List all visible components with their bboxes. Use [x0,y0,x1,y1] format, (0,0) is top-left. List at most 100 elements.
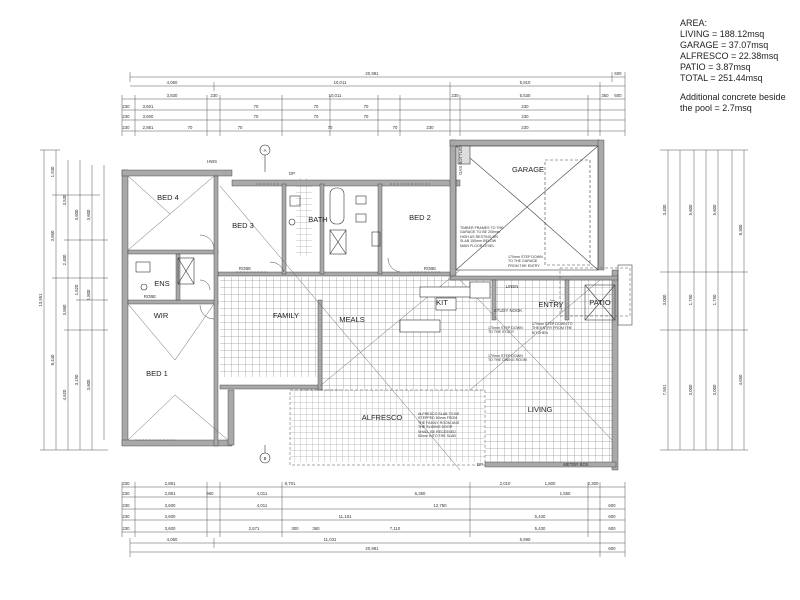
room-kit-label: KIT [436,298,448,307]
dim-top3-e: 70 [364,104,369,109]
dim-top-total: 20,981 [365,71,379,76]
left-dimension-text: 13,951 1,930 3,860 8,440 3,530 2,400 3,8… [38,166,91,400]
dim-bot5-a: 230 [122,526,130,531]
dim-top-c: 5,910 [520,80,531,85]
room-entry-label: ENTRY [538,300,563,309]
dim-bot4-d: 5,430 [535,514,546,519]
dim-bot3-c: 4,011 [257,503,268,508]
dim-top4-f: 230 [521,114,529,119]
dim-left4-a: 3,600 [86,209,91,220]
note-entry-step: 170mm STEP DOWN TO THE ENTRY FROM THE KI… [532,322,573,335]
room-bed4-label: BED 4 [157,193,179,202]
dim-bot1-c: 8,701 [285,481,296,486]
kitchen-benches [399,281,491,333]
dim-top-a: 4,060 [167,80,178,85]
note-study-step: 170mm STEP DOWN TO THE STUDY [488,326,523,334]
dim-bot4-a: 230 [122,514,130,519]
note-dining-step: 170mm STEP DOWN TO THE DINING ROOM [488,354,527,362]
dim-top5-a: 230 [122,125,130,130]
dim-left1-b: 3,860 [50,230,55,241]
dim-top4-a: 230 [122,114,130,119]
dim-left4-c: 3,600 [86,379,91,390]
dim-bot2-f: 1,550 [560,491,571,496]
dim-bot1-f: 2,300 [588,481,599,486]
dim-bot5-g: 5,430 [535,526,546,531]
dim-bot6-c: 5,890 [520,537,531,542]
dim-bot4-b: 3,600 [165,514,176,519]
dim-top3-c: 70 [254,104,259,109]
room-meals-label: MEALS [339,315,364,324]
dim-left1-c: 8,440 [50,354,55,365]
dim-right2-c: 3,000 [688,384,693,395]
dim-bot1-a: 230 [122,481,130,486]
right-dimension-lines [660,149,748,451]
alfresco-outline [289,267,631,466]
gas-bottles-label: GAS BOTTLES [458,145,463,175]
note-alfresco-slab: ALFRESCO SLAB TO BE STEPPED 50mm FROM TH… [418,412,459,438]
dim-left2-c: 3,860 [62,304,67,315]
room-patio-label: PATIO [589,298,611,307]
dim-left4-b: 1,800 [86,289,91,300]
dim-top5-d: 70 [238,125,243,130]
area-living: LIVING = 188.12msq [680,29,765,39]
note-garage-timber-frame: TIMBER FRAMES TO THE GARAGE TO BE 200mm … [460,226,504,248]
dim-bot5-b: 3,600 [165,526,176,531]
dim-top5-e: 70 [328,125,333,130]
tiled-floor-areas [220,178,618,462]
room-labels: BED 4 BED 3 BATH BED 2 GARAGE ENS WIR FA… [144,145,611,467]
area-patio: PATIO = 3.87msq [680,62,751,72]
dim-bot6-a: 4,060 [167,537,178,542]
area-garage: GARAGE = 37.07msq [680,40,769,50]
bottom-dimension-text: 230 2,881 8,701 2,010 1,800 2,300 230 2,… [122,481,616,551]
dim-bot4-e: 600 [608,514,616,519]
dim-left3-c: 3,190 [74,374,79,385]
downpipe-label-bottom: DP [477,462,483,467]
dim-top5-h: 230 [521,125,529,130]
dim-top5-f: 70 [393,125,398,130]
room-bed2-label: BED 2 [409,213,431,222]
bathroom-fixtures [135,187,381,291]
dim-top5-b: 2,881 [143,125,154,130]
section-label-b: B [264,456,267,461]
dim-right2-a: 5,600 [688,204,693,215]
dim-right4-b: 4,650 [738,374,743,385]
dim-top2-e: 5,530 [520,93,531,98]
dim-left-total: 13,951 [38,293,43,307]
study-nook-label: STUDY NOOK [494,308,522,313]
linen-label: LINEN [506,284,519,289]
dim-bot-total: 20,981 [365,546,379,551]
left-dimension-lines [40,149,108,451]
dim-bot2-a: 230 [122,491,130,496]
dim-top2-g: 600 [614,93,622,98]
door-swings [199,234,563,320]
room-bed3-label: BED 3 [232,221,254,230]
dim-right1-a: 3,400 [662,204,667,215]
dim-top5-g: 230 [426,125,434,130]
dim-bot2-e: 5,350 [415,491,426,496]
dim-top2-d: 230 [451,93,459,98]
area-alfresco: ALFRESCO = 22.38msq [680,51,779,61]
downpipe-label-top: DP [289,171,295,176]
robe-label-bed3: ROBE [239,266,251,271]
dim-right1-b: 3,000 [662,294,667,305]
dim-top2-f: 350 [601,93,609,98]
area-summary: AREA: LIVING = 188.12msq GARAGE = 37.07m… [680,18,798,114]
dim-top3-b: 3,601 [143,104,154,109]
dim-bot2-c: 960 [206,491,214,496]
dim-bot3-e: 600 [608,503,616,508]
room-wir-label: WIR [154,311,169,320]
dim-right1-c: 7,551 [662,384,667,395]
dim-bot5-d: 300 [291,526,299,531]
dim-bot5-e: 360 [312,526,320,531]
area-total: TOTAL = 251.44msq [680,73,763,83]
bottom-dimension-lines [121,482,626,557]
room-bed1-label: BED 1 [146,369,168,378]
dim-bot5-c: 2,671 [249,526,260,531]
walls [121,139,619,471]
dim-right3-c: 3,000 [712,384,717,395]
sliding-door-marks [135,183,440,441]
section-marker-b [259,445,271,464]
dim-top4-c: 70 [254,114,259,119]
room-bath-label: BATH [308,215,327,224]
right-dimension-text: 3,400 3,000 7,551 5,600 1,750 3,000 5,60… [662,204,743,395]
